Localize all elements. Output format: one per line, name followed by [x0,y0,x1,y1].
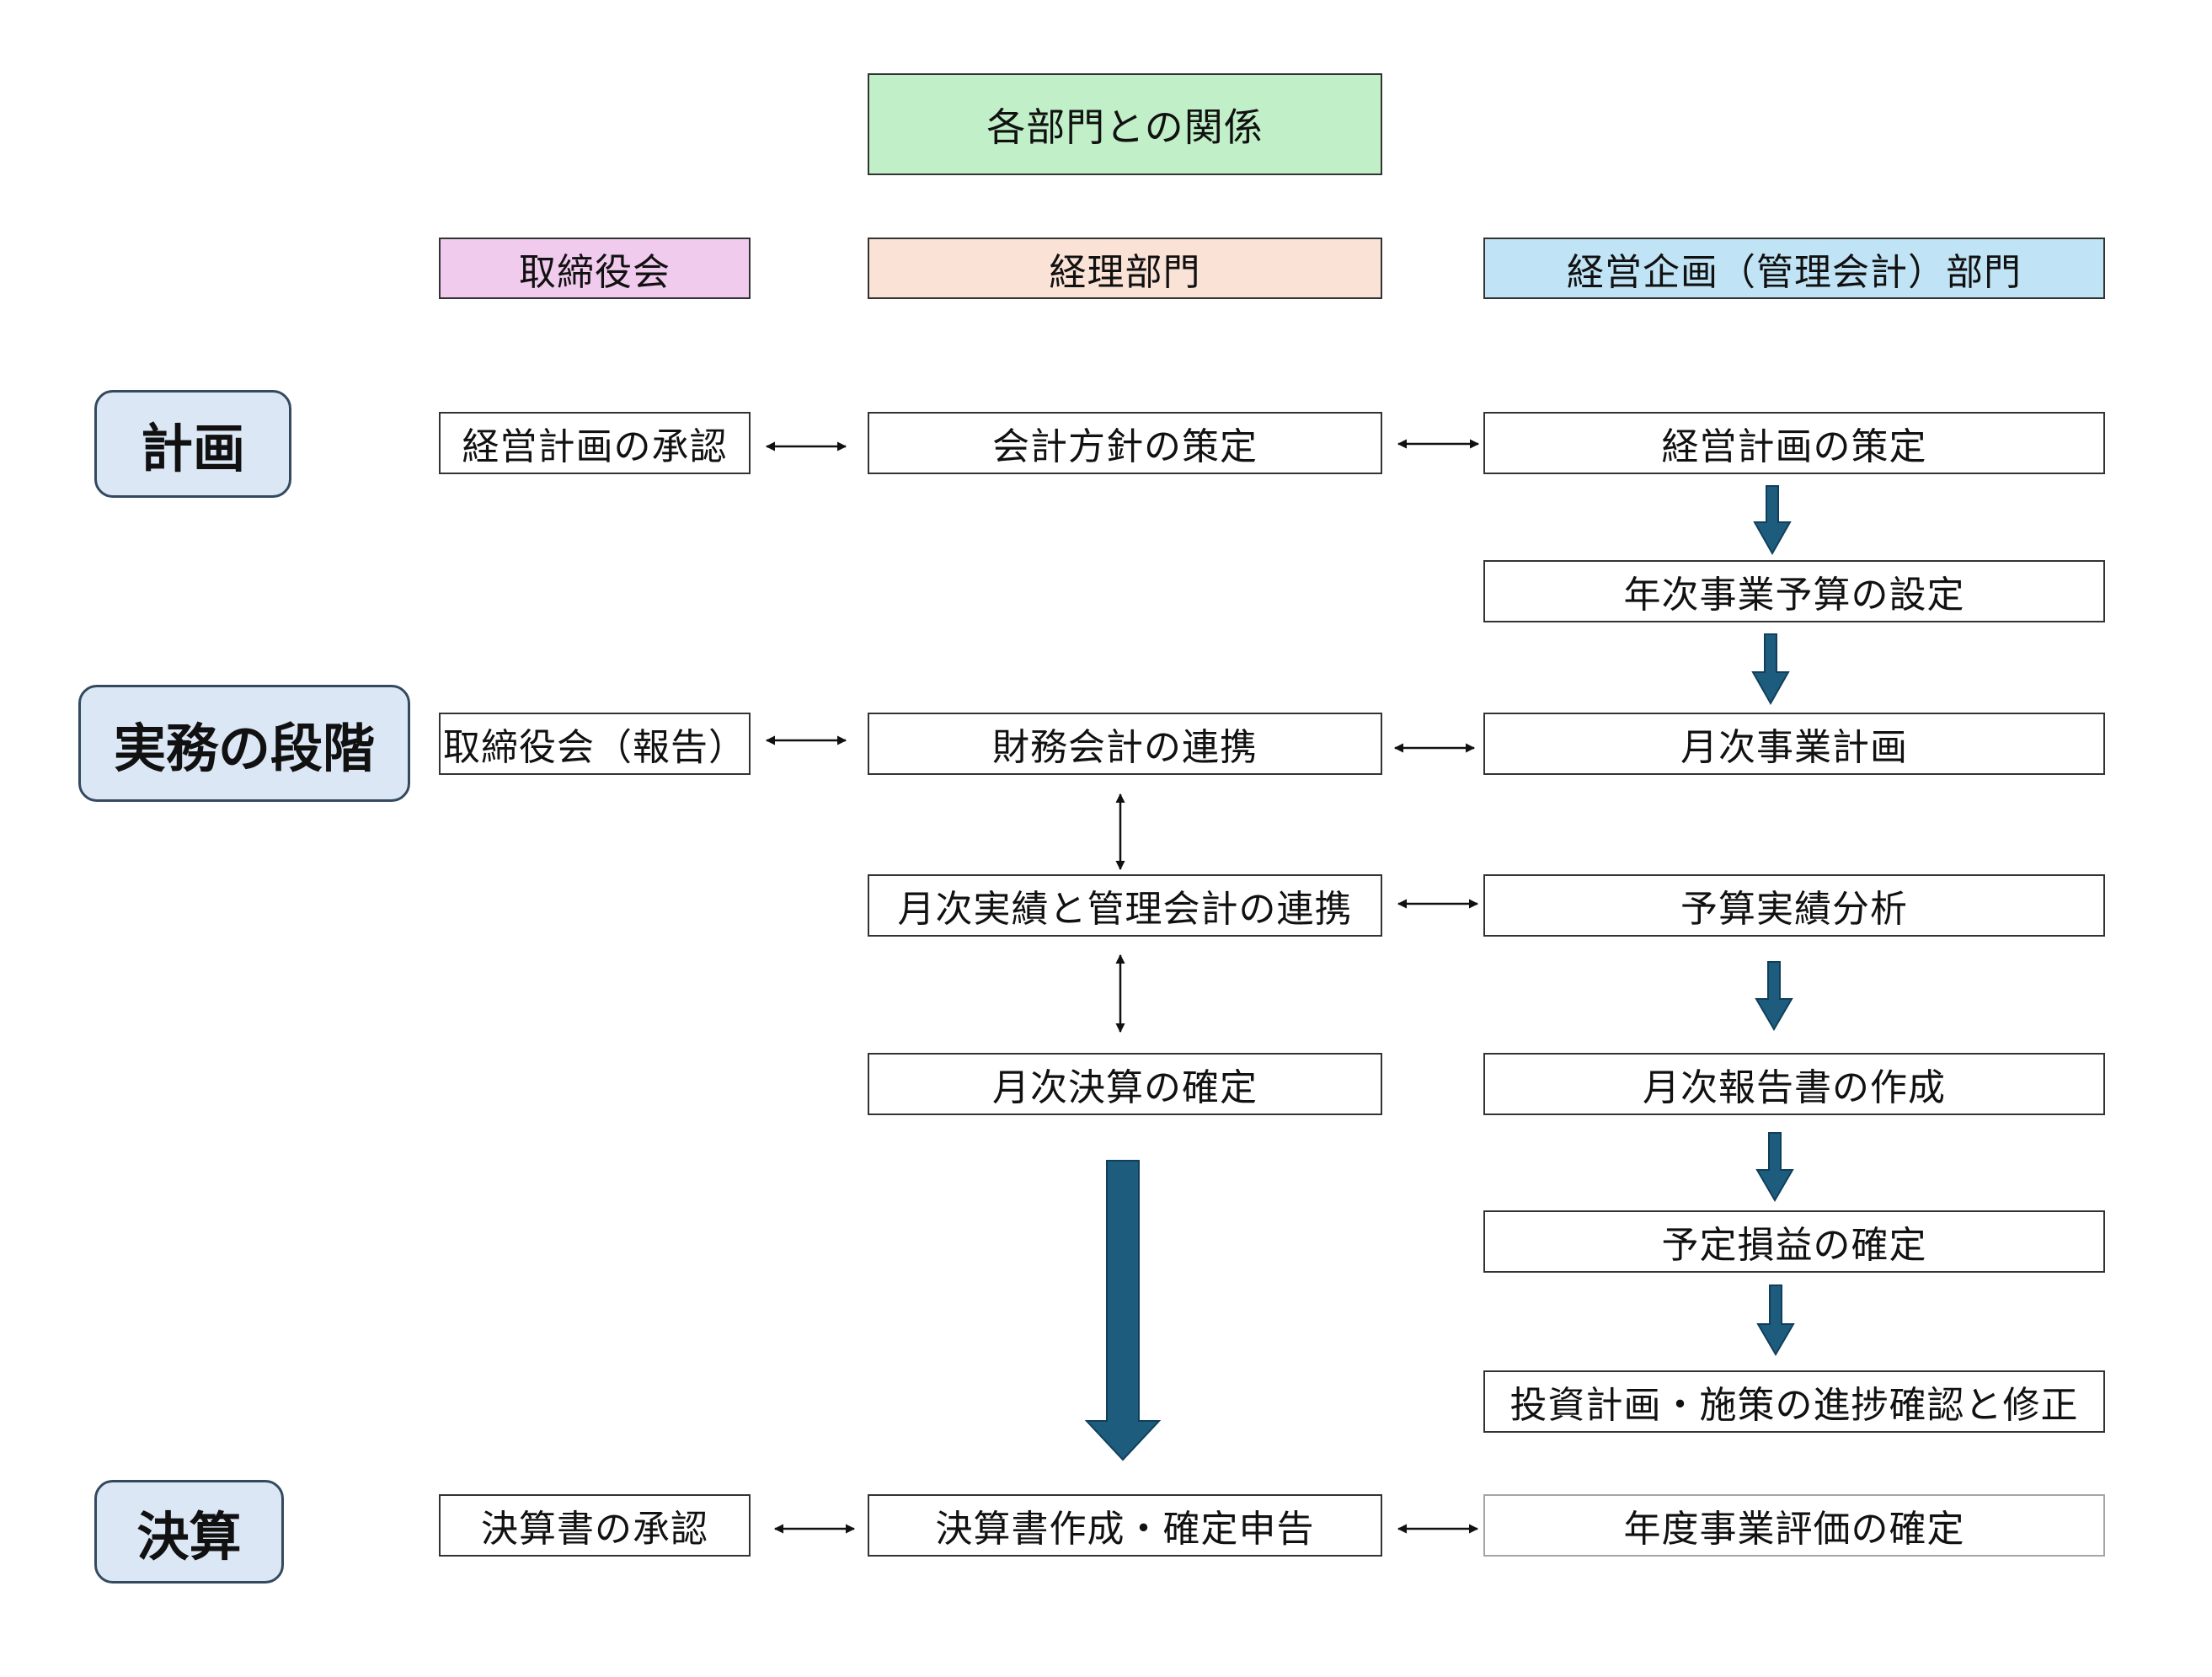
diagram-title: 各部門との関係 [868,73,1382,175]
step-monthly-close: 月次決算の確定 [868,1053,1382,1115]
step-annual-budget: 年次事業予算の設定 [1483,560,2105,622]
step-board-report: 取締役会（報告） [439,713,751,775]
flow-arrow-forecast-to-investment [1756,1284,1795,1356]
phase-settlement: 決算 [94,1480,284,1584]
step-final-statements: 決算書作成・確定申告 [868,1494,1382,1557]
flow-arrow-analysis-to-report [1755,961,1793,1031]
step-monthly-report: 月次報告書の作成 [1483,1053,2105,1115]
step-annual-evaluation: 年度事業評価の確定 [1483,1494,2105,1557]
flow-arrow-plan-to-budget [1753,485,1792,556]
step-investment-review: 投資計画・施策の進捗確認と修正 [1483,1370,2105,1433]
step-plan-formulation: 経営計画の策定 [1483,412,2105,474]
step-forecast-pl: 予定損益の確定 [1483,1210,2105,1273]
step-statement-approval: 決算書の承認 [439,1494,751,1557]
step-accounting-policy: 会計方針の策定 [868,412,1382,474]
flow-arrow-report-to-forecast [1755,1132,1794,1202]
step-monthly-link: 月次実績と管理会計の連携 [868,874,1382,937]
flow-arrow-budget-to-monthly-plan [1751,633,1790,706]
phase-practice: 実務の段階 [78,685,410,802]
step-monthly-plan: 月次事業計画 [1483,713,2105,775]
header-planning: 経営企画（管理会計）部門 [1483,238,2105,299]
phase-plan: 計画 [94,390,291,498]
flow-arrow-close-to-settlement [1084,1160,1162,1461]
step-plan-approval: 経営計画の承認 [439,412,751,474]
header-accounting: 経理部門 [868,238,1382,299]
step-financial-link: 財務会計の連携 [868,713,1382,775]
header-director: 取締役会 [439,238,751,299]
step-budget-analysis: 予算実績分析 [1483,874,2105,937]
